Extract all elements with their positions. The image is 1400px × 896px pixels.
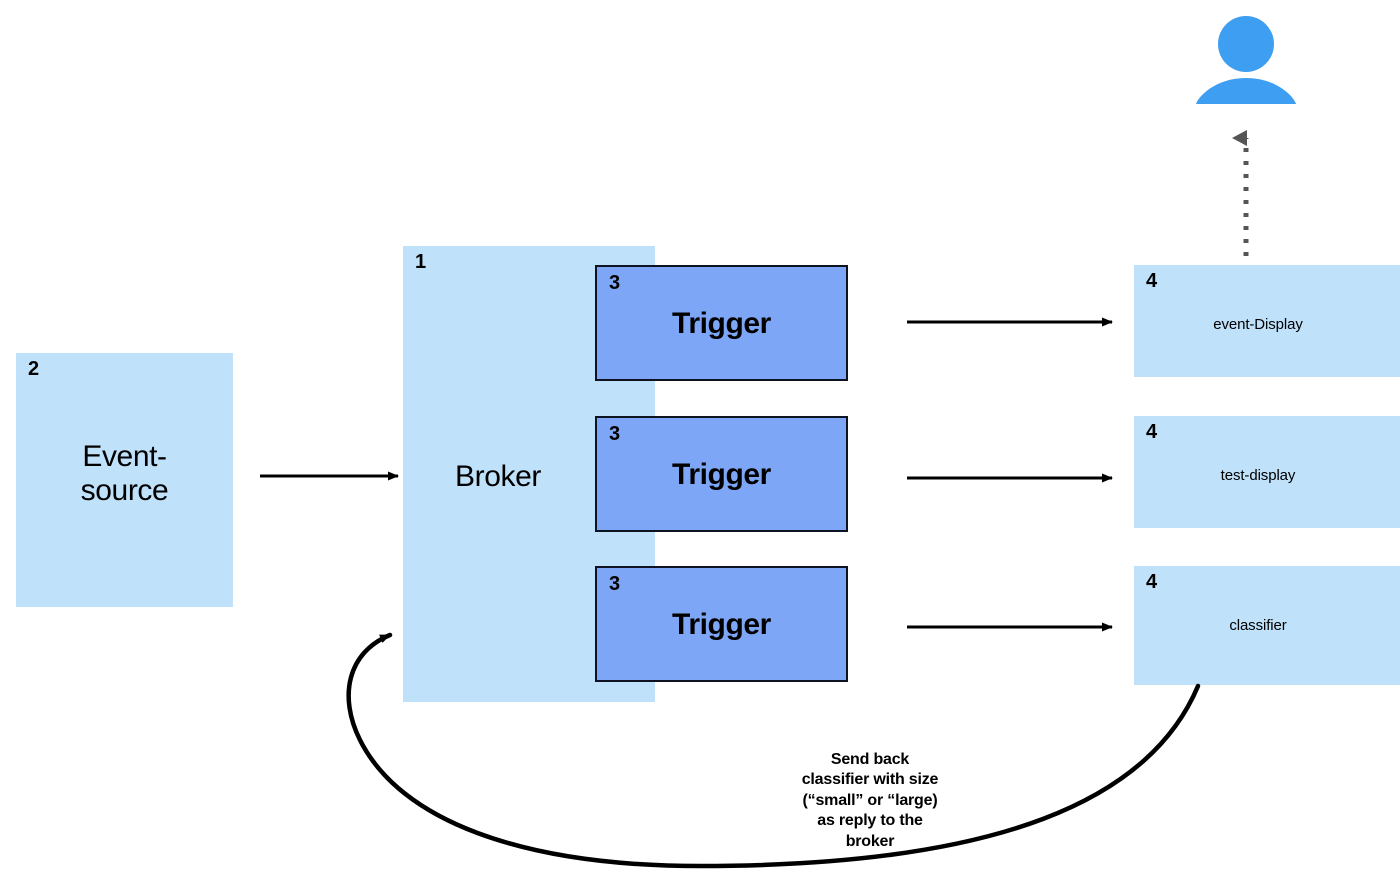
caption-line-2: classifier with size: [801, 771, 939, 789]
sink-box-event-display[interactable]: 4 event-Display: [1134, 265, 1400, 377]
trigger-1-label: Trigger: [672, 307, 771, 340]
sink-2-number: 4: [1146, 421, 1157, 443]
caption-line-1: Send back: [830, 751, 910, 768]
trigger-3-label: Trigger: [672, 608, 771, 641]
sink-3-number: 4: [1146, 571, 1157, 593]
caption-line-3: (“small” or “large): [802, 791, 938, 809]
broker-label-wrap: Broker: [403, 460, 593, 494]
trigger-box-2[interactable]: 3 Trigger: [595, 416, 848, 532]
broker-label-text: Broker: [455, 460, 541, 493]
event-source-label-line2: source: [80, 473, 169, 507]
sink-1-number: 4: [1146, 270, 1157, 292]
event-source-box[interactable]: 2 Event- source: [16, 353, 233, 607]
sink-box-classifier[interactable]: 4 classifier: [1134, 566, 1400, 685]
trigger-box-3[interactable]: 3 Trigger: [595, 566, 848, 682]
sink-2-label: test-display: [1220, 467, 1296, 484]
trigger-1-number: 3: [609, 272, 620, 294]
feedback-caption: Send back classifier with size (“small” …: [760, 750, 980, 852]
caption-line-5: broker: [845, 832, 895, 850]
sink-1-label: event-Display: [1213, 316, 1303, 333]
person-icon: [1196, 16, 1296, 104]
caption-line-4: as reply to the: [817, 812, 923, 830]
trigger-2-number: 3: [609, 423, 620, 445]
event-source-label: Event- source: [16, 440, 233, 507]
trigger-2-label: Trigger: [672, 458, 771, 491]
event-source-label-line1: Event-: [82, 440, 167, 473]
event-source-number: 2: [28, 358, 39, 380]
broker-number: 1: [415, 251, 426, 273]
trigger-box-1[interactable]: 3 Trigger: [595, 265, 848, 381]
sink-box-test-display[interactable]: 4 test-display: [1134, 416, 1400, 528]
sink-3-label: classifier: [1229, 617, 1287, 634]
trigger-3-number: 3: [609, 573, 620, 595]
